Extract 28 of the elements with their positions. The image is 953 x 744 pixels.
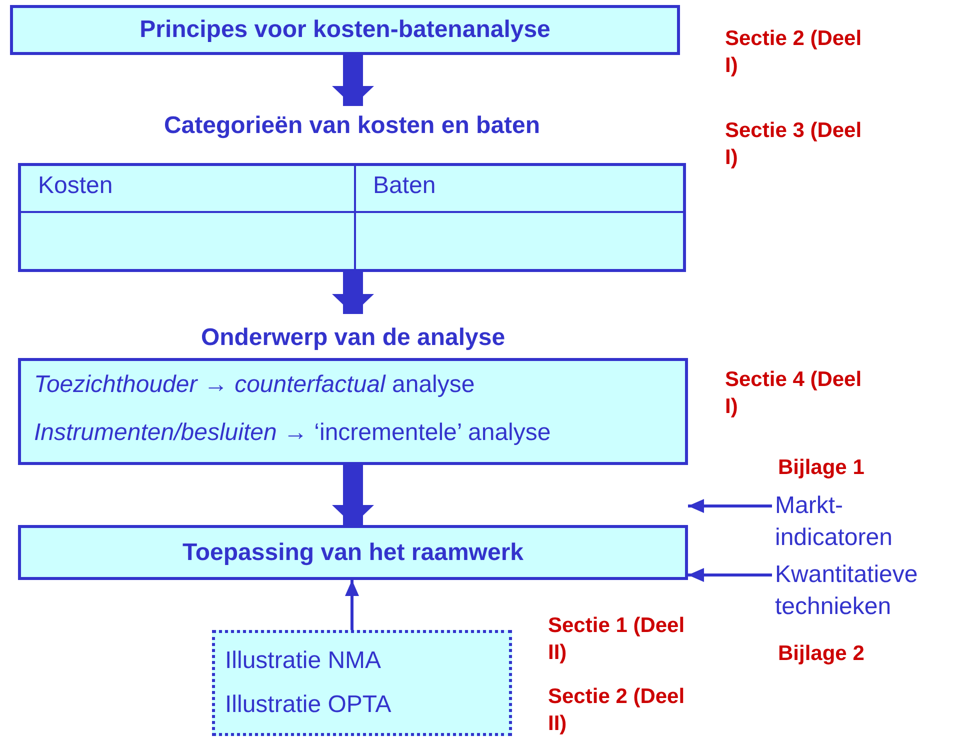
arrow	[332, 465, 374, 525]
dotted-box	[212, 630, 512, 736]
table-header: Baten	[373, 172, 436, 199]
box-title: Principes voor kosten-batenanalyse	[140, 16, 550, 44]
bullet-text: Instrumenten/besluiten → ‘incrementele’ analyse	[34, 418, 551, 448]
section-heading: Onderwerp van de analyse	[200, 323, 506, 353]
section-reference: Bijlage 2	[778, 641, 866, 667]
section-reference: Sectie 2 (Deel II)	[548, 684, 686, 738]
box-text: Illustratie NMA	[225, 646, 382, 676]
section-reference: Sectie 1 (Deel II)	[548, 613, 686, 666]
process-box	[10, 5, 680, 55]
section-heading: Categorieën van kosten en baten	[164, 111, 540, 141]
arrow	[332, 55, 374, 106]
input-text: Kwantitatieve technieken	[775, 560, 919, 622]
arrow	[688, 568, 772, 582]
section-reference: Bijlage 1	[778, 455, 866, 481]
process-box	[18, 525, 688, 580]
box-text: Illustratie OPTA	[225, 690, 392, 720]
section-reference: Sectie 2 (Deel I)	[725, 26, 863, 80]
arrow	[688, 499, 772, 513]
bullet-text: Toezichthouder → counterfactual analyse	[34, 370, 475, 400]
section-reference: Sectie 4 (Deel I)	[725, 367, 863, 420]
section-reference: Sectie 3 (Deel I)	[725, 118, 863, 172]
arrow	[345, 580, 359, 630]
table-header: Kosten	[38, 172, 113, 199]
input-text: Markt-indicatoren	[775, 491, 894, 553]
box-title: Toepassing van het raamwerk	[182, 538, 524, 566]
arrow	[332, 272, 374, 314]
